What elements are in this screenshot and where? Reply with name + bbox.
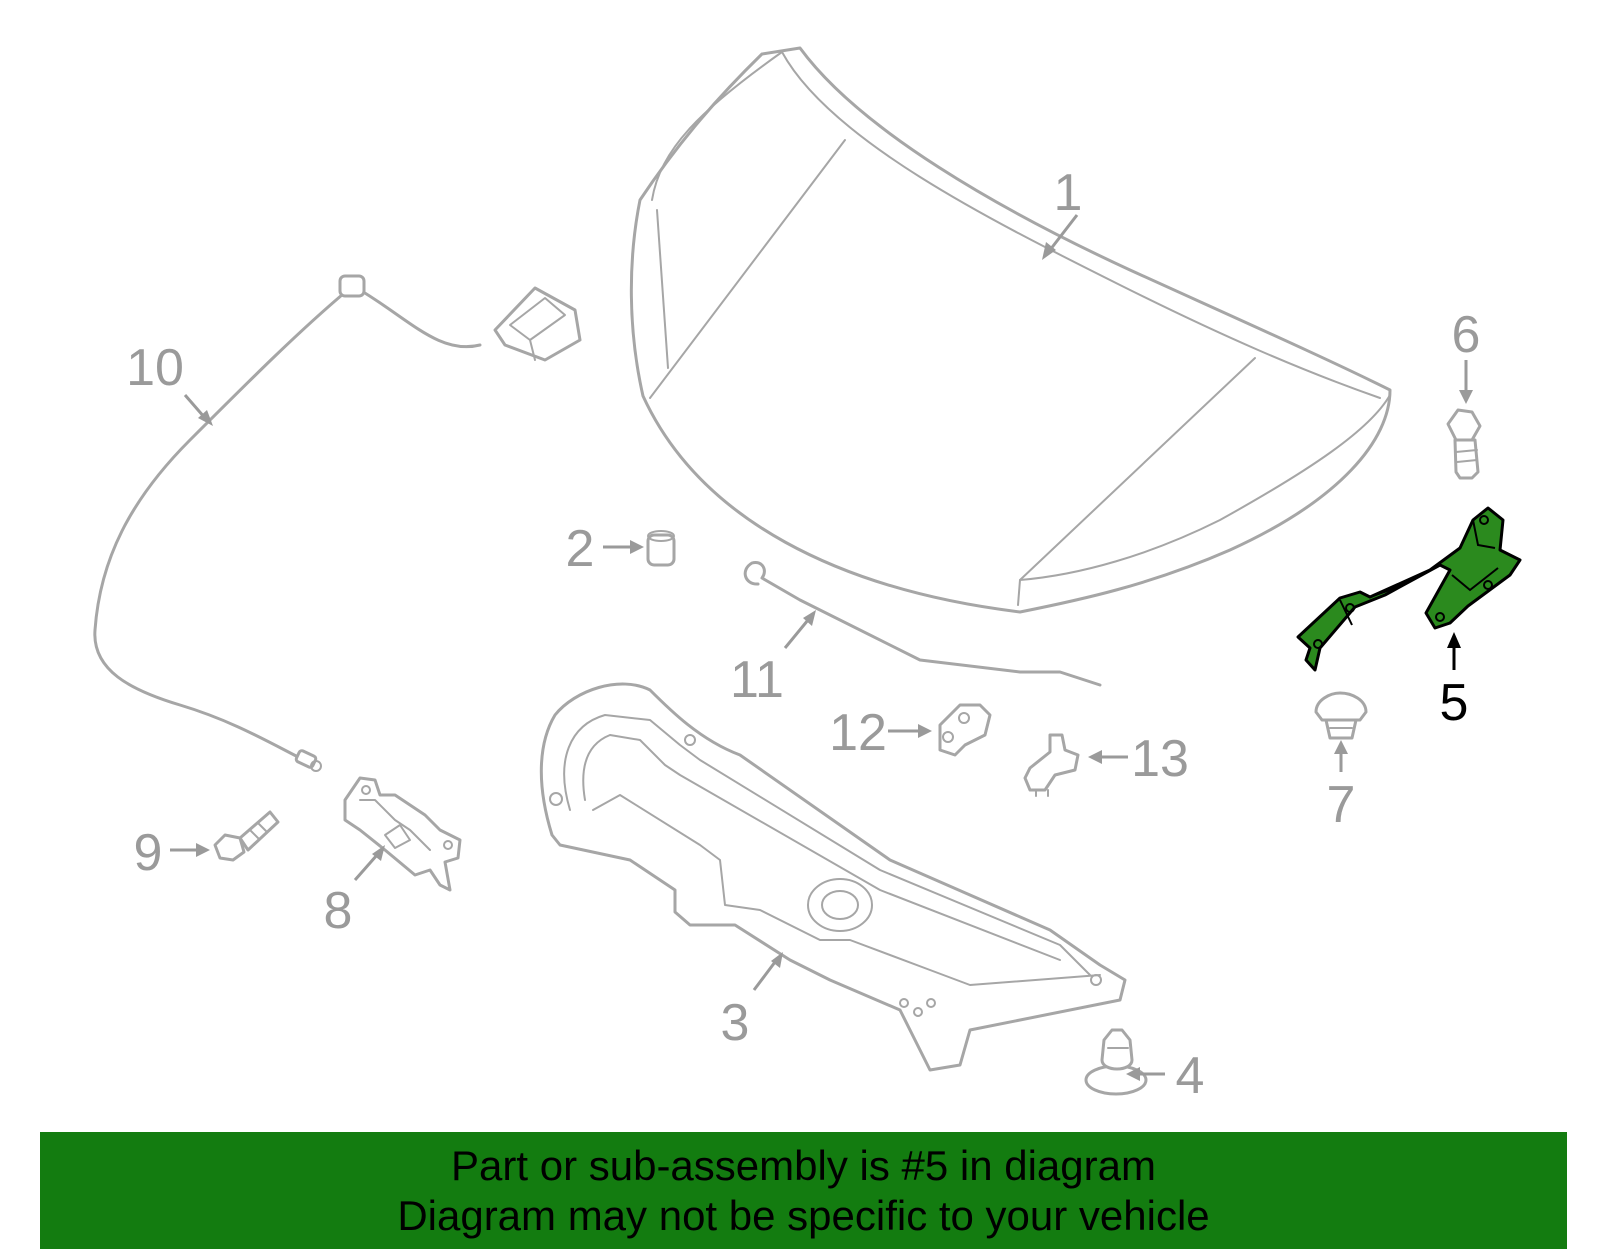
callout-12: 12 bbox=[829, 704, 932, 762]
callout-number: 5 bbox=[1440, 674, 1469, 732]
callout-number: 13 bbox=[1131, 730, 1189, 788]
callout-number: 6 bbox=[1452, 306, 1481, 364]
callout-2: 2 bbox=[566, 520, 644, 578]
parts-diagram: 1 10 2 11 bbox=[93, 46, 1522, 1105]
callout-number: 3 bbox=[721, 994, 750, 1052]
callout-7: 7 bbox=[1327, 740, 1356, 834]
callout-number: 4 bbox=[1176, 1047, 1205, 1105]
part-2-bumper[interactable] bbox=[646, 530, 676, 567]
callout-10: 10 bbox=[126, 339, 213, 426]
callout-3: 3 bbox=[721, 952, 783, 1052]
callout-number: 12 bbox=[829, 704, 887, 762]
part-6-bolt[interactable] bbox=[1446, 408, 1482, 480]
callout-8: 8 bbox=[324, 845, 385, 940]
callout-number: 10 bbox=[126, 339, 184, 397]
callout-9: 9 bbox=[134, 824, 210, 882]
part-5-hood-hinge[interactable] bbox=[1296, 506, 1522, 672]
banner-line-part: Part or sub-assembly is #5 in diagram bbox=[451, 1141, 1156, 1189]
callout-6: 6 bbox=[1452, 306, 1481, 404]
callout-1: 1 bbox=[1042, 164, 1082, 260]
callout-number: 8 bbox=[324, 882, 353, 940]
part-12-bracket[interactable] bbox=[938, 703, 992, 757]
part-7-grommet[interactable] bbox=[1314, 691, 1368, 740]
callout-11: 11 bbox=[730, 610, 816, 709]
callout-number: 2 bbox=[566, 520, 595, 578]
part-11-prop-rod[interactable] bbox=[743, 560, 1102, 687]
part-8-hood-latch[interactable] bbox=[343, 776, 462, 892]
callout-number: 11 bbox=[730, 651, 784, 709]
part-4-clip[interactable] bbox=[1084, 1028, 1148, 1096]
part-9-bolt[interactable] bbox=[213, 810, 280, 862]
part-3-hood-insulator[interactable] bbox=[539, 682, 1127, 1072]
part-10-release-cable[interactable] bbox=[93, 274, 582, 772]
part-13-striker[interactable] bbox=[1023, 733, 1080, 797]
callout-number: 9 bbox=[134, 824, 163, 882]
callout-13: 13 bbox=[1088, 730, 1189, 788]
callout-number: 7 bbox=[1327, 776, 1356, 834]
callout-number: 1 bbox=[1054, 164, 1083, 222]
part-1-hood[interactable] bbox=[629, 46, 1392, 614]
callout-4: 4 bbox=[1126, 1047, 1204, 1105]
part-info-banner: Part or sub-assembly is #5 in diagram Di… bbox=[40, 1132, 1567, 1249]
banner-line-disclaimer: Diagram may not be specific to your vehi… bbox=[397, 1191, 1210, 1239]
callout-5: 5 bbox=[1440, 632, 1469, 732]
